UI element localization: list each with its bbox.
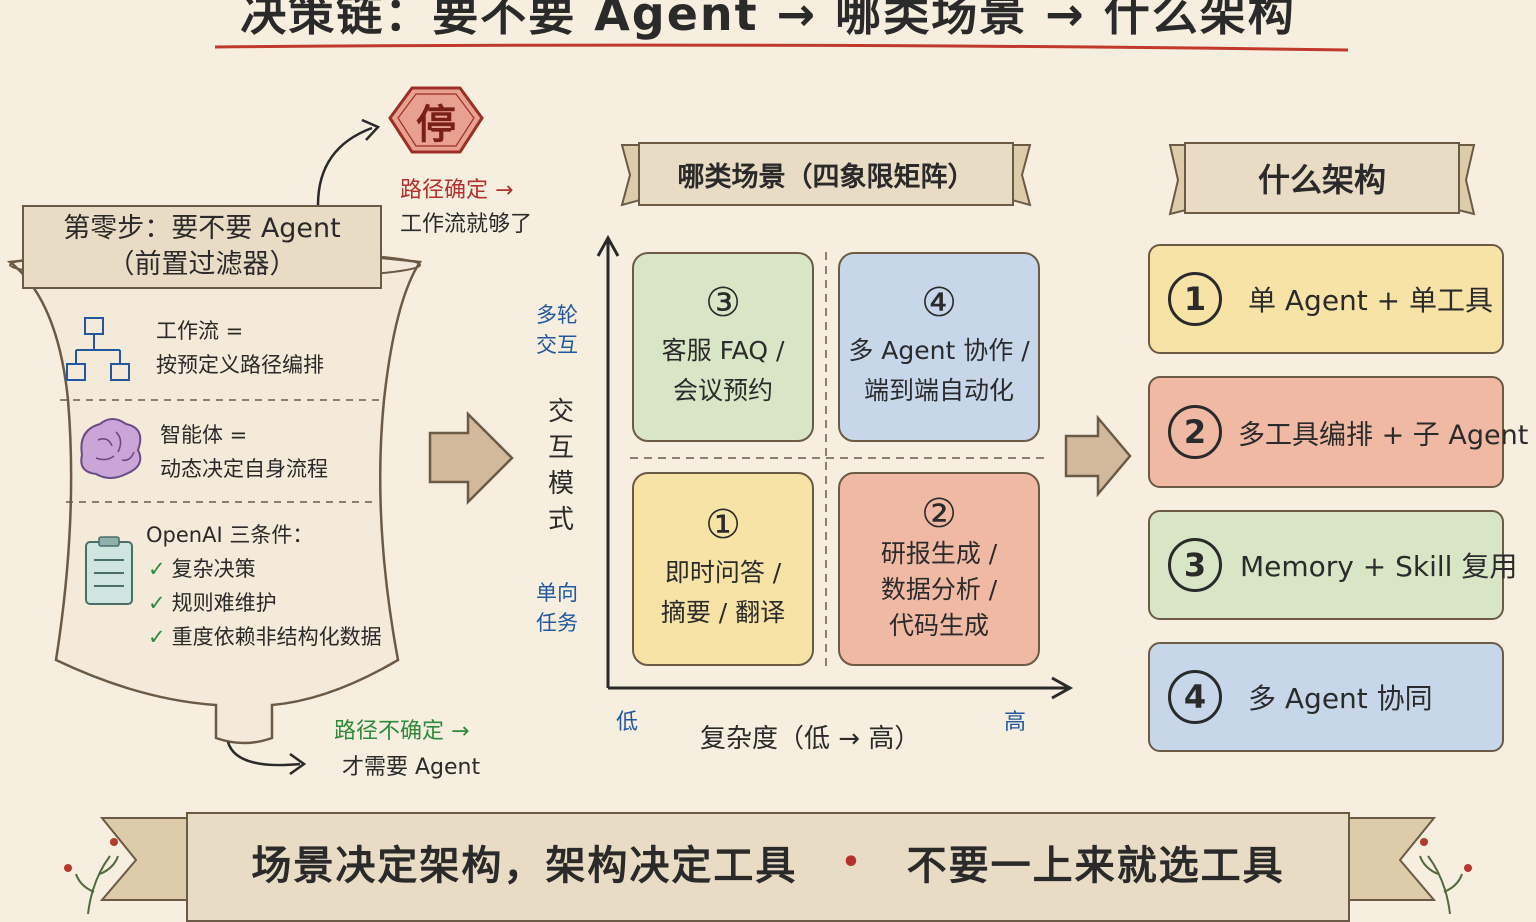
x-axis-title: 复杂度（低 → 高） bbox=[700, 724, 921, 754]
agent-definition: 智能体 = 动态决定自身流程 bbox=[160, 418, 328, 486]
big-arrow-1 bbox=[428, 410, 514, 506]
condition-item: ✓复杂决策 bbox=[148, 552, 382, 586]
quadrant-number: ② bbox=[921, 491, 957, 537]
check-icon: ✓ bbox=[148, 625, 166, 649]
y-axis-low-label: 单向任务 bbox=[536, 581, 578, 635]
agent-line2: 动态决定自身流程 bbox=[160, 457, 328, 481]
clipboard-icon bbox=[85, 536, 133, 605]
right-branch-icon bbox=[1419, 855, 1463, 914]
flowchart-icon bbox=[66, 317, 130, 381]
architecture-number: 2 bbox=[1168, 405, 1222, 459]
condition-label: 规则难维护 bbox=[171, 591, 277, 615]
agent-line1: 智能体 = bbox=[160, 423, 248, 447]
condition-label: 复杂决策 bbox=[171, 557, 256, 581]
y-axis-title: 交互模式 bbox=[547, 397, 574, 535]
architecture-number: 4 bbox=[1168, 670, 1222, 724]
architecture-label: 多 Agent 协同 bbox=[1248, 682, 1433, 715]
architecture-number: 3 bbox=[1168, 538, 1222, 592]
quadrant-number: ③ bbox=[705, 280, 741, 326]
big-arrow-2 bbox=[1064, 414, 1132, 498]
arrow-uncertain bbox=[226, 741, 301, 767]
architecture-label: 单 Agent + 单工具 bbox=[1248, 284, 1494, 317]
path-certain-note: 路径确定 → 工作流就够了 bbox=[400, 174, 532, 242]
architecture-label: 多工具编排 + 子 Agent bbox=[1238, 419, 1529, 451]
x-axis-high-label: 高 bbox=[1004, 710, 1027, 735]
architecture-item-1: 1 单 Agent + 单工具 bbox=[1148, 244, 1504, 354]
footer-separator: • bbox=[841, 844, 863, 880]
footer-ribbon-left bbox=[99, 817, 191, 901]
footer-left-text: 场景决定架构，架构决定工具 bbox=[251, 843, 798, 889]
path-certain-line2: 工作流就够了 bbox=[400, 212, 533, 237]
footer-ribbon-right bbox=[1345, 817, 1437, 901]
condition-item: ✓规则难维护 bbox=[148, 586, 382, 620]
brain-icon bbox=[80, 418, 142, 479]
footer-banner: 场景决定架构，架构决定工具 • 不要一上来就选工具 bbox=[186, 812, 1350, 922]
quadrant-line: 多 Agent 协作 / bbox=[848, 336, 1030, 365]
check-icon: ✓ bbox=[148, 557, 166, 581]
architecture-item-4: 4 多 Agent 协同 bbox=[1148, 642, 1504, 752]
quadrant-line: 研报生成 / bbox=[880, 539, 998, 568]
stop-sign-icon bbox=[388, 86, 484, 154]
x-axis-low-label: 低 bbox=[616, 710, 639, 735]
quadrant-2: ② 研报生成 / 数据分析 / 代码生成 bbox=[838, 472, 1040, 666]
workflow-definition: 工作流 = 按预定义路径编排 bbox=[156, 314, 324, 382]
openai-title: OpenAI 三条件： bbox=[146, 523, 314, 547]
matrix-header-banner: 哪类场景（四象限矩阵） bbox=[638, 142, 1014, 206]
openai-conditions: OpenAI 三条件： ✓复杂决策 ✓规则难维护 ✓重度依赖非结构化数据 bbox=[146, 518, 382, 654]
footer-right-text: 不要一上来就选工具 bbox=[906, 843, 1285, 889]
y-axis-high-label: 多轮交互 bbox=[536, 303, 578, 357]
title-underline bbox=[214, 43, 1349, 52]
funnel-header-banner: 第零步：要不要 Agent （前置过滤器） bbox=[22, 205, 382, 289]
path-uncertain-line1: 路径不确定 → bbox=[334, 719, 470, 744]
quadrant-number: ① bbox=[705, 502, 741, 548]
quadrant-line: 摘要 / 翻译 bbox=[660, 598, 786, 627]
funnel-header-line2: （前置过滤器） bbox=[107, 249, 297, 280]
path-certain-line1: 路径确定 → bbox=[400, 178, 514, 203]
quadrant-line: 即时问答 / bbox=[664, 558, 782, 587]
condition-label: 重度依赖非结构化数据 bbox=[171, 625, 382, 649]
funnel-body bbox=[6, 248, 423, 745]
quadrant-1: ① 即时问答 / 摘要 / 翻译 bbox=[632, 472, 814, 666]
architecture-number: 1 bbox=[1168, 272, 1222, 326]
stop-label: 停 bbox=[416, 102, 456, 148]
quadrant-number: ④ bbox=[921, 280, 957, 326]
funnel-header-line1: 第零步：要不要 Agent bbox=[63, 213, 341, 244]
quadrant-line: 客服 FAQ / bbox=[661, 336, 785, 365]
architecture-item-2: 2 多工具编排 + 子 Agent bbox=[1148, 376, 1528, 488]
quadrant-line: 会议预约 bbox=[672, 376, 773, 405]
architecture-label: Memory + Skill 复用 bbox=[1240, 550, 1518, 583]
quadrant-line: 数据分析 / bbox=[880, 575, 998, 604]
check-icon: ✓ bbox=[148, 591, 166, 615]
path-uncertain-line2: 才需要 Agent bbox=[342, 755, 481, 780]
architecture-header-banner: 什么架构 bbox=[1184, 142, 1460, 214]
left-branch-icon bbox=[75, 855, 119, 914]
arrow-to-stop bbox=[316, 126, 373, 206]
quadrant-line: 代码生成 bbox=[888, 611, 989, 640]
quadrant-4: ④ 多 Agent 协作 / 端到端自动化 bbox=[838, 252, 1040, 442]
condition-item: ✓重度依赖非结构化数据 bbox=[148, 620, 382, 654]
page-title: 决策链：要不要 Agent → 哪类场景 → 什么架构 bbox=[240, 0, 1296, 41]
quadrant-line: 端到端自动化 bbox=[863, 376, 1014, 405]
quadrant-3: ③ 客服 FAQ / 会议预约 bbox=[632, 252, 814, 442]
path-uncertain-note: 路径不确定 → 才需要 Agent bbox=[334, 714, 480, 786]
workflow-line1: 工作流 = bbox=[156, 319, 244, 343]
architecture-item-3: 3 Memory + Skill 复用 bbox=[1148, 510, 1517, 620]
workflow-line2: 按预定义路径编排 bbox=[156, 353, 324, 377]
